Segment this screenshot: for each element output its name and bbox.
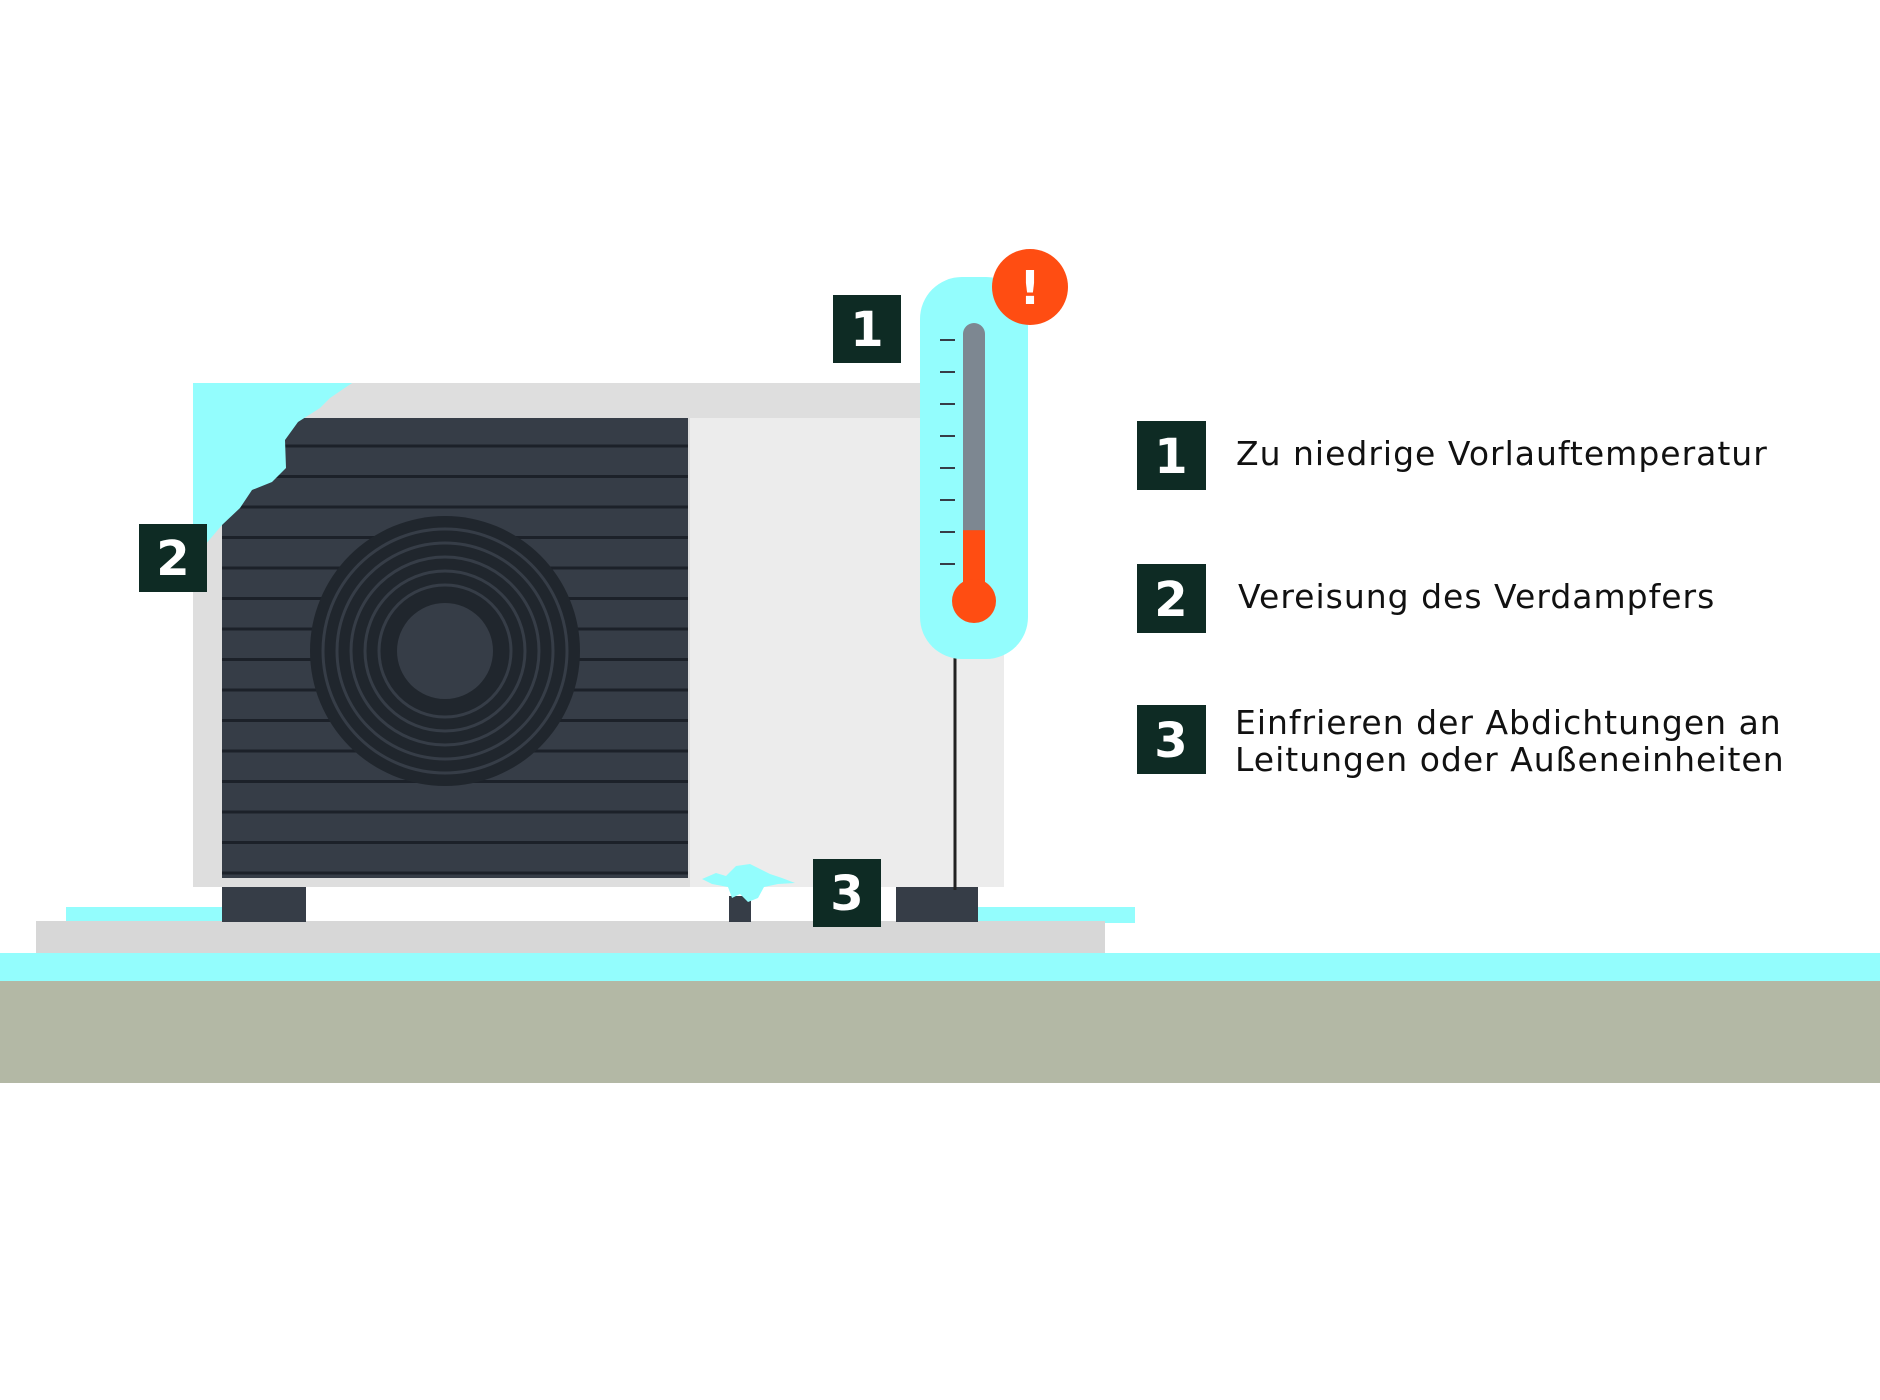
ground-ice-layer xyxy=(0,953,1880,981)
unit-foot-right xyxy=(896,886,978,922)
legend: 1 Zu niedrige Vorlauftemperatur 2 Vereis… xyxy=(1137,421,1785,779)
ice-on-seal xyxy=(702,864,795,902)
legend-1-text: Zu niedrige Vorlauftemperatur xyxy=(1236,434,1768,473)
unit-foot-middle xyxy=(729,896,751,922)
legend-3-text-line1: Einfrieren der Abdichtungen an xyxy=(1235,703,1782,742)
legend-item-3: 3 Einfrieren der Abdichtungen an Leitung… xyxy=(1137,703,1785,779)
marker-3: 3 xyxy=(813,859,881,927)
legend-2-number: 2 xyxy=(1154,572,1187,628)
slab-ice-right xyxy=(955,907,1135,923)
thermometer-icon xyxy=(920,277,1028,890)
marker-1-number: 1 xyxy=(850,302,883,358)
ice-on-evaporator xyxy=(193,383,352,555)
marker-2: 2 xyxy=(139,524,207,592)
legend-3-text-line2: Leitungen oder Außeneinheiten xyxy=(1235,740,1785,779)
fan-icon xyxy=(310,516,580,786)
marker-2-number: 2 xyxy=(156,531,189,587)
alert-symbol: ! xyxy=(1020,261,1041,315)
legend-item-2: 2 Vereisung des Verdampfers xyxy=(1137,564,1715,633)
concrete-slab xyxy=(36,921,1105,953)
marker-1: 1 xyxy=(833,295,901,363)
legend-item-1: 1 Zu niedrige Vorlauftemperatur xyxy=(1137,421,1768,490)
marker-3-number: 3 xyxy=(830,866,863,922)
legend-1-number: 1 xyxy=(1154,429,1187,485)
ground-soil xyxy=(0,981,1880,1083)
thermometer-bulb xyxy=(952,579,996,623)
slab-ice-left xyxy=(66,907,226,923)
exclamation-alert-icon: ! xyxy=(992,249,1068,325)
unit-foot-left xyxy=(222,886,306,922)
legend-2-text: Vereisung des Verdampfers xyxy=(1238,577,1715,616)
legend-3-number: 3 xyxy=(1154,713,1187,769)
